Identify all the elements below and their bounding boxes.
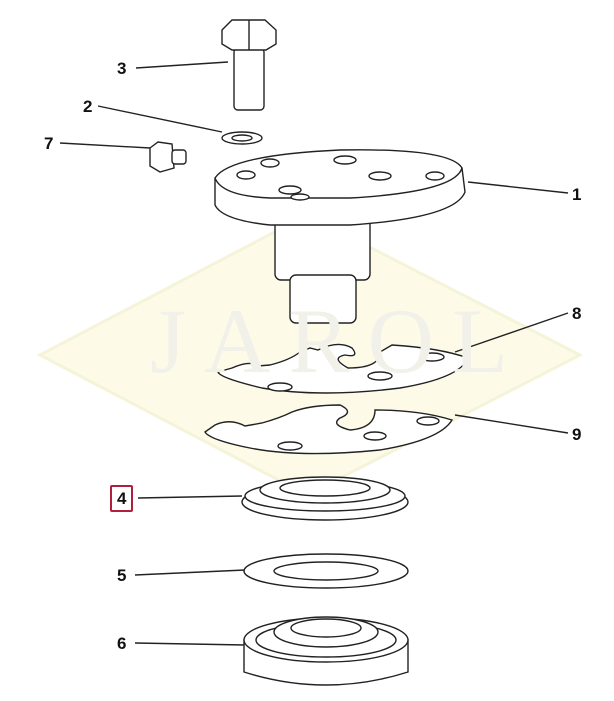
leader-6 [134,642,246,646]
callout-6[interactable]: 6 [117,634,127,653]
callout-4-selected[interactable]: 4 [110,485,134,512]
leader-4 [137,495,243,499]
leader-5 [134,569,246,576]
callout-9[interactable]: 9 [572,425,582,444]
leader-9 [454,414,569,434]
callout-5[interactable]: 5 [117,566,127,585]
callout-7[interactable]: 7 [44,134,54,153]
callout-8[interactable]: 8 [572,304,582,323]
callout-1[interactable]: 1 [572,185,582,204]
leader-1 [467,181,569,194]
grease-nipple-part [149,141,187,173]
leader-2 [97,105,223,133]
leader-3 [135,61,229,69]
flange-part [214,149,466,324]
washer-part [243,553,409,589]
callout-3[interactable]: 3 [117,59,127,78]
callout-2[interactable]: 2 [83,97,93,116]
bolt-part [221,19,277,111]
bearing-part [243,616,409,686]
gasket-lower-part [204,404,454,455]
leader-7 [59,142,151,149]
gasket-upper-part [217,343,469,394]
watermark-text: JAROL [150,290,527,392]
seal-part [241,476,409,521]
leader-8 [454,312,569,353]
